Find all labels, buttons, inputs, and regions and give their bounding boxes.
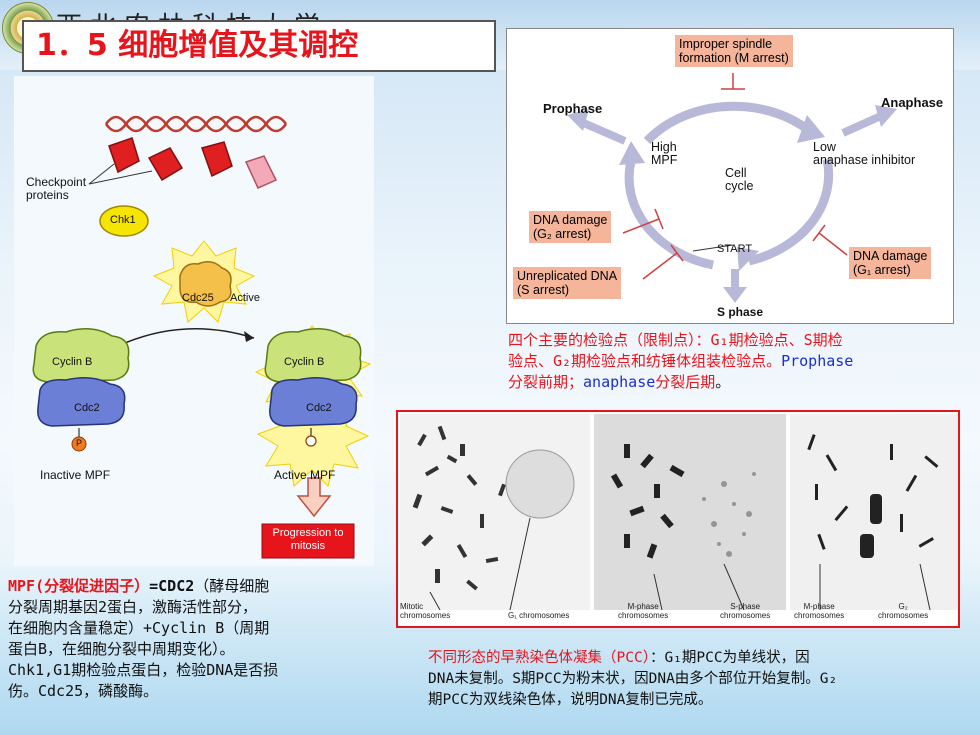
mpf-description: MPF(分裂促进因子）=CDC2（酵母细胞 分裂周期基因2蛋白，激酶活性部分， … (8, 576, 378, 702)
cell-cycle-label: Cell cycle (725, 166, 754, 193)
low-inhibitor-label: Low anaphase inhibitor (813, 140, 916, 167)
pcc-desc-2: DNA未复制。S期PCC为粉末状，因DNA由多个部位开始复制。G₂ (428, 671, 838, 687)
anaphase-label: Anaphase (881, 95, 944, 110)
checkpoint-desc-1: 四个主要的检验点（限制点）：G₁期检验点、S期检 (508, 331, 843, 349)
anaphase-meaning: 分裂后期 (655, 373, 716, 391)
mpf-desc-4: 蛋白B，在细胞分裂中周期变化）。 (8, 640, 235, 658)
mpf-desc-1: （酵母细胞 (194, 577, 270, 595)
caption-mitotic: Mitotic chromosomes (400, 602, 451, 620)
mpf-desc-3: 在细胞内含量稳定）+Cyclin B（周期 (8, 619, 270, 637)
g1-checkpoint-label: DNA damage (G₁ arrest) (849, 247, 932, 279)
caption-sphase: S-phase chromosomes (720, 602, 771, 620)
page-title: 1．5 细胞增值及其调控 (36, 28, 359, 63)
pcc-term: 不同形态的早熟染色体凝集（PCC） (428, 650, 650, 666)
cell-cycle-diagram (567, 73, 897, 303)
phosphate-label: P (76, 438, 83, 448)
cdc2-inactive-label: Cdc2 (74, 402, 100, 414)
mpf-diagram (32, 115, 372, 559)
caption-mphase-1: M-phase chromosomes (618, 602, 669, 620)
checkpoint-description: 四个主要的检验点（限制点）：G₁期检验点、S期检 验点、G₂期检验点和纺锤体组装… (508, 330, 968, 393)
chromosome-spread-1 (412, 425, 575, 611)
progression-label: Progression to mitosis (272, 527, 344, 552)
cyclin-b-active-label: Cyclin B (284, 356, 325, 368)
chk1-label: Chk1 (110, 214, 136, 226)
mpf-desc-6: 伤。Cdc25，磷酸酶。 (8, 682, 159, 700)
s-phase-label: S phase (717, 305, 764, 319)
checkpoint-cycle-panel: Improper spindle formation (M arrest) Pr… (506, 28, 954, 324)
chromosome-spread-3 (807, 434, 939, 611)
mpf-figure-panel: Checkpoint proteins Chk1 Cdc25 Active Cy… (14, 76, 374, 566)
pcc-desc-1: ：G₁期PCC为单线状，因 (649, 650, 810, 666)
pcc-photo-1 (400, 414, 590, 611)
s-checkpoint-label: Unreplicated DNA (S arrest) (513, 267, 622, 299)
high-mpf-label: High MPF (651, 140, 678, 167)
title-box: 1．5 细胞增值及其调控 (22, 20, 496, 72)
start-label: START (717, 243, 753, 255)
period: 。 (715, 373, 731, 391)
caption-mphase-2: M-phase chromosomes (794, 602, 845, 620)
mpf-term: MPF(分裂促进因子） (8, 577, 150, 595)
anaphase-term: anaphase (583, 373, 656, 391)
spindle-checkpoint-label: Improper spindle formation (M arrest) (675, 35, 793, 67)
cdc25-label: Cdc25 (182, 292, 214, 304)
pcc-description: 不同形态的早熟染色体凝集（PCC）：G₁期PCC为单线状，因 DNA未复制。S期… (428, 648, 968, 711)
cyclin-b-inactive-label: Cyclin B (52, 356, 93, 368)
active-label: Active (230, 292, 260, 304)
cdc2-term: =CDC2 (149, 577, 195, 595)
caption-g2: G₂ chromosomes (878, 602, 929, 620)
caption-g1: G₁ chromosomes (508, 611, 570, 620)
mpf-desc-5: Chk1,G1期检验点蛋白，检验DNA是否损 (8, 661, 279, 679)
prophase-meaning: 分裂前期； (508, 373, 584, 391)
prophase-label: Prophase (543, 101, 603, 116)
mpf-desc-2: 分裂周期基因2蛋白，激酶活性部分， (8, 598, 258, 616)
prophase-term: Prophase (781, 352, 854, 370)
inactive-mpf-label: Inactive MPF (40, 468, 111, 482)
pcc-photo-panel: Mitotic chromosomes G₁ chromosomes M-pha… (396, 410, 960, 628)
chromosome-spread-2 (610, 444, 756, 611)
checkpoint-desc-2: 验点、G₂期检验点和纺锤体组装检验点。 (508, 352, 782, 370)
pcc-photo-3 (790, 414, 958, 611)
cdc2-active-label: Cdc2 (306, 402, 332, 414)
checkpoint-proteins-label: Checkpoint proteins (26, 175, 87, 202)
active-mpf-label: Active MPF (274, 468, 336, 482)
pcc-photo-2 (594, 414, 786, 611)
pcc-desc-3: 期PCC为双线染色体，说明DNA复制已完成。 (428, 692, 713, 708)
g2-checkpoint-label: DNA damage (G₂ arrest) (529, 211, 612, 243)
